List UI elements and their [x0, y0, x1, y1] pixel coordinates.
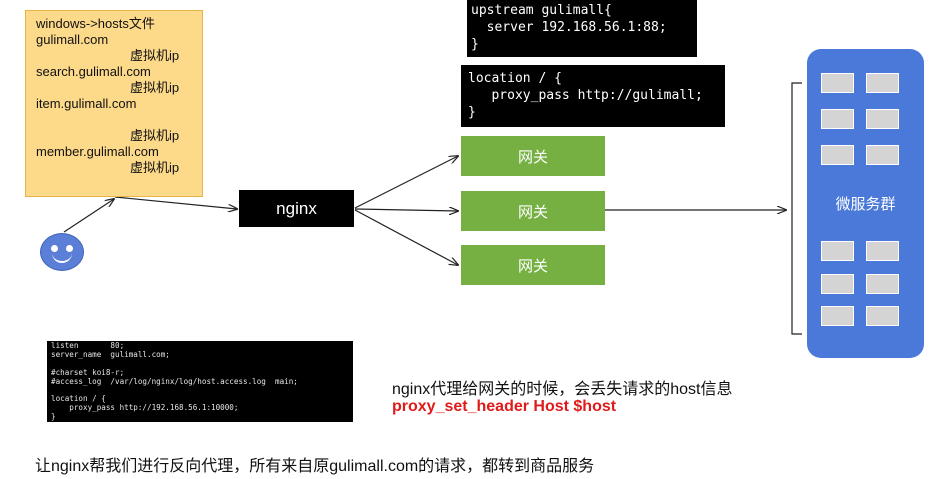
gateway-box-2: 网关: [461, 191, 605, 231]
cluster-bracket: [791, 82, 802, 335]
bottom-caption: 让nginx帮我们进行反向代理，所有来自原gulimall.com的请求，都转到…: [35, 458, 595, 475]
note-line: gulimall.com: [36, 32, 109, 47]
service-block: [866, 73, 899, 93]
microservice-cluster: 微服务群: [807, 49, 924, 358]
service-block: [821, 73, 854, 93]
service-block: [866, 109, 899, 129]
cluster-label: 微服务群: [835, 196, 896, 213]
arrow-user-to-hosts: [63, 199, 114, 233]
nginx-box: nginx: [239, 190, 354, 227]
proxy-header-directive: proxy_set_header Host $host: [392, 398, 617, 415]
note-line: 虚拟机ip: [130, 160, 180, 175]
eye-left: [51, 245, 58, 252]
hosts-file-note: windows->hosts文件 gulimall.com 虚拟机ip sear…: [25, 10, 203, 197]
service-block: [821, 306, 854, 326]
note-line: windows->hosts文件: [36, 16, 155, 31]
note-line: item.gulimall.com: [36, 96, 137, 111]
note-line: 虚拟机ip: [130, 48, 180, 63]
location-code-block: location / { proxy_pass http://gulimall;…: [461, 65, 725, 127]
upstream-code-block: upstream gulimall{ server 192.168.56.1:8…: [467, 0, 697, 57]
service-block: [821, 274, 854, 294]
user-smiley-icon: [40, 233, 84, 271]
service-block: [866, 145, 899, 165]
server-config-code-block: listen 80; server_name gulimall.com; #ch…: [47, 341, 353, 422]
arrow-nginx-to-gateway-3: [354, 209, 458, 265]
smile: [52, 250, 72, 263]
service-block: [866, 306, 899, 326]
note-line: member.gulimall.com: [36, 144, 159, 159]
service-block: [866, 241, 899, 261]
note-line: 虚拟机ip: [130, 80, 180, 95]
gateway-box-3: 网关: [461, 245, 605, 285]
arrow-nginx-to-gateway-1: [354, 156, 458, 209]
eye-right: [66, 245, 73, 252]
service-block: [866, 274, 899, 294]
note-line: 虚拟机ip: [130, 128, 180, 143]
arrow-nginx-to-gateway-2: [354, 209, 458, 211]
gateway-box-1: 网关: [461, 136, 605, 176]
service-block: [821, 109, 854, 129]
arrow-user-to-nginx: [114, 196, 237, 209]
note-line: search.gulimall.com: [36, 64, 151, 79]
service-block: [821, 145, 854, 165]
service-block: [821, 241, 854, 261]
host-loss-note: nginx代理给网关的时候，会丢失请求的host信息: [392, 381, 733, 398]
